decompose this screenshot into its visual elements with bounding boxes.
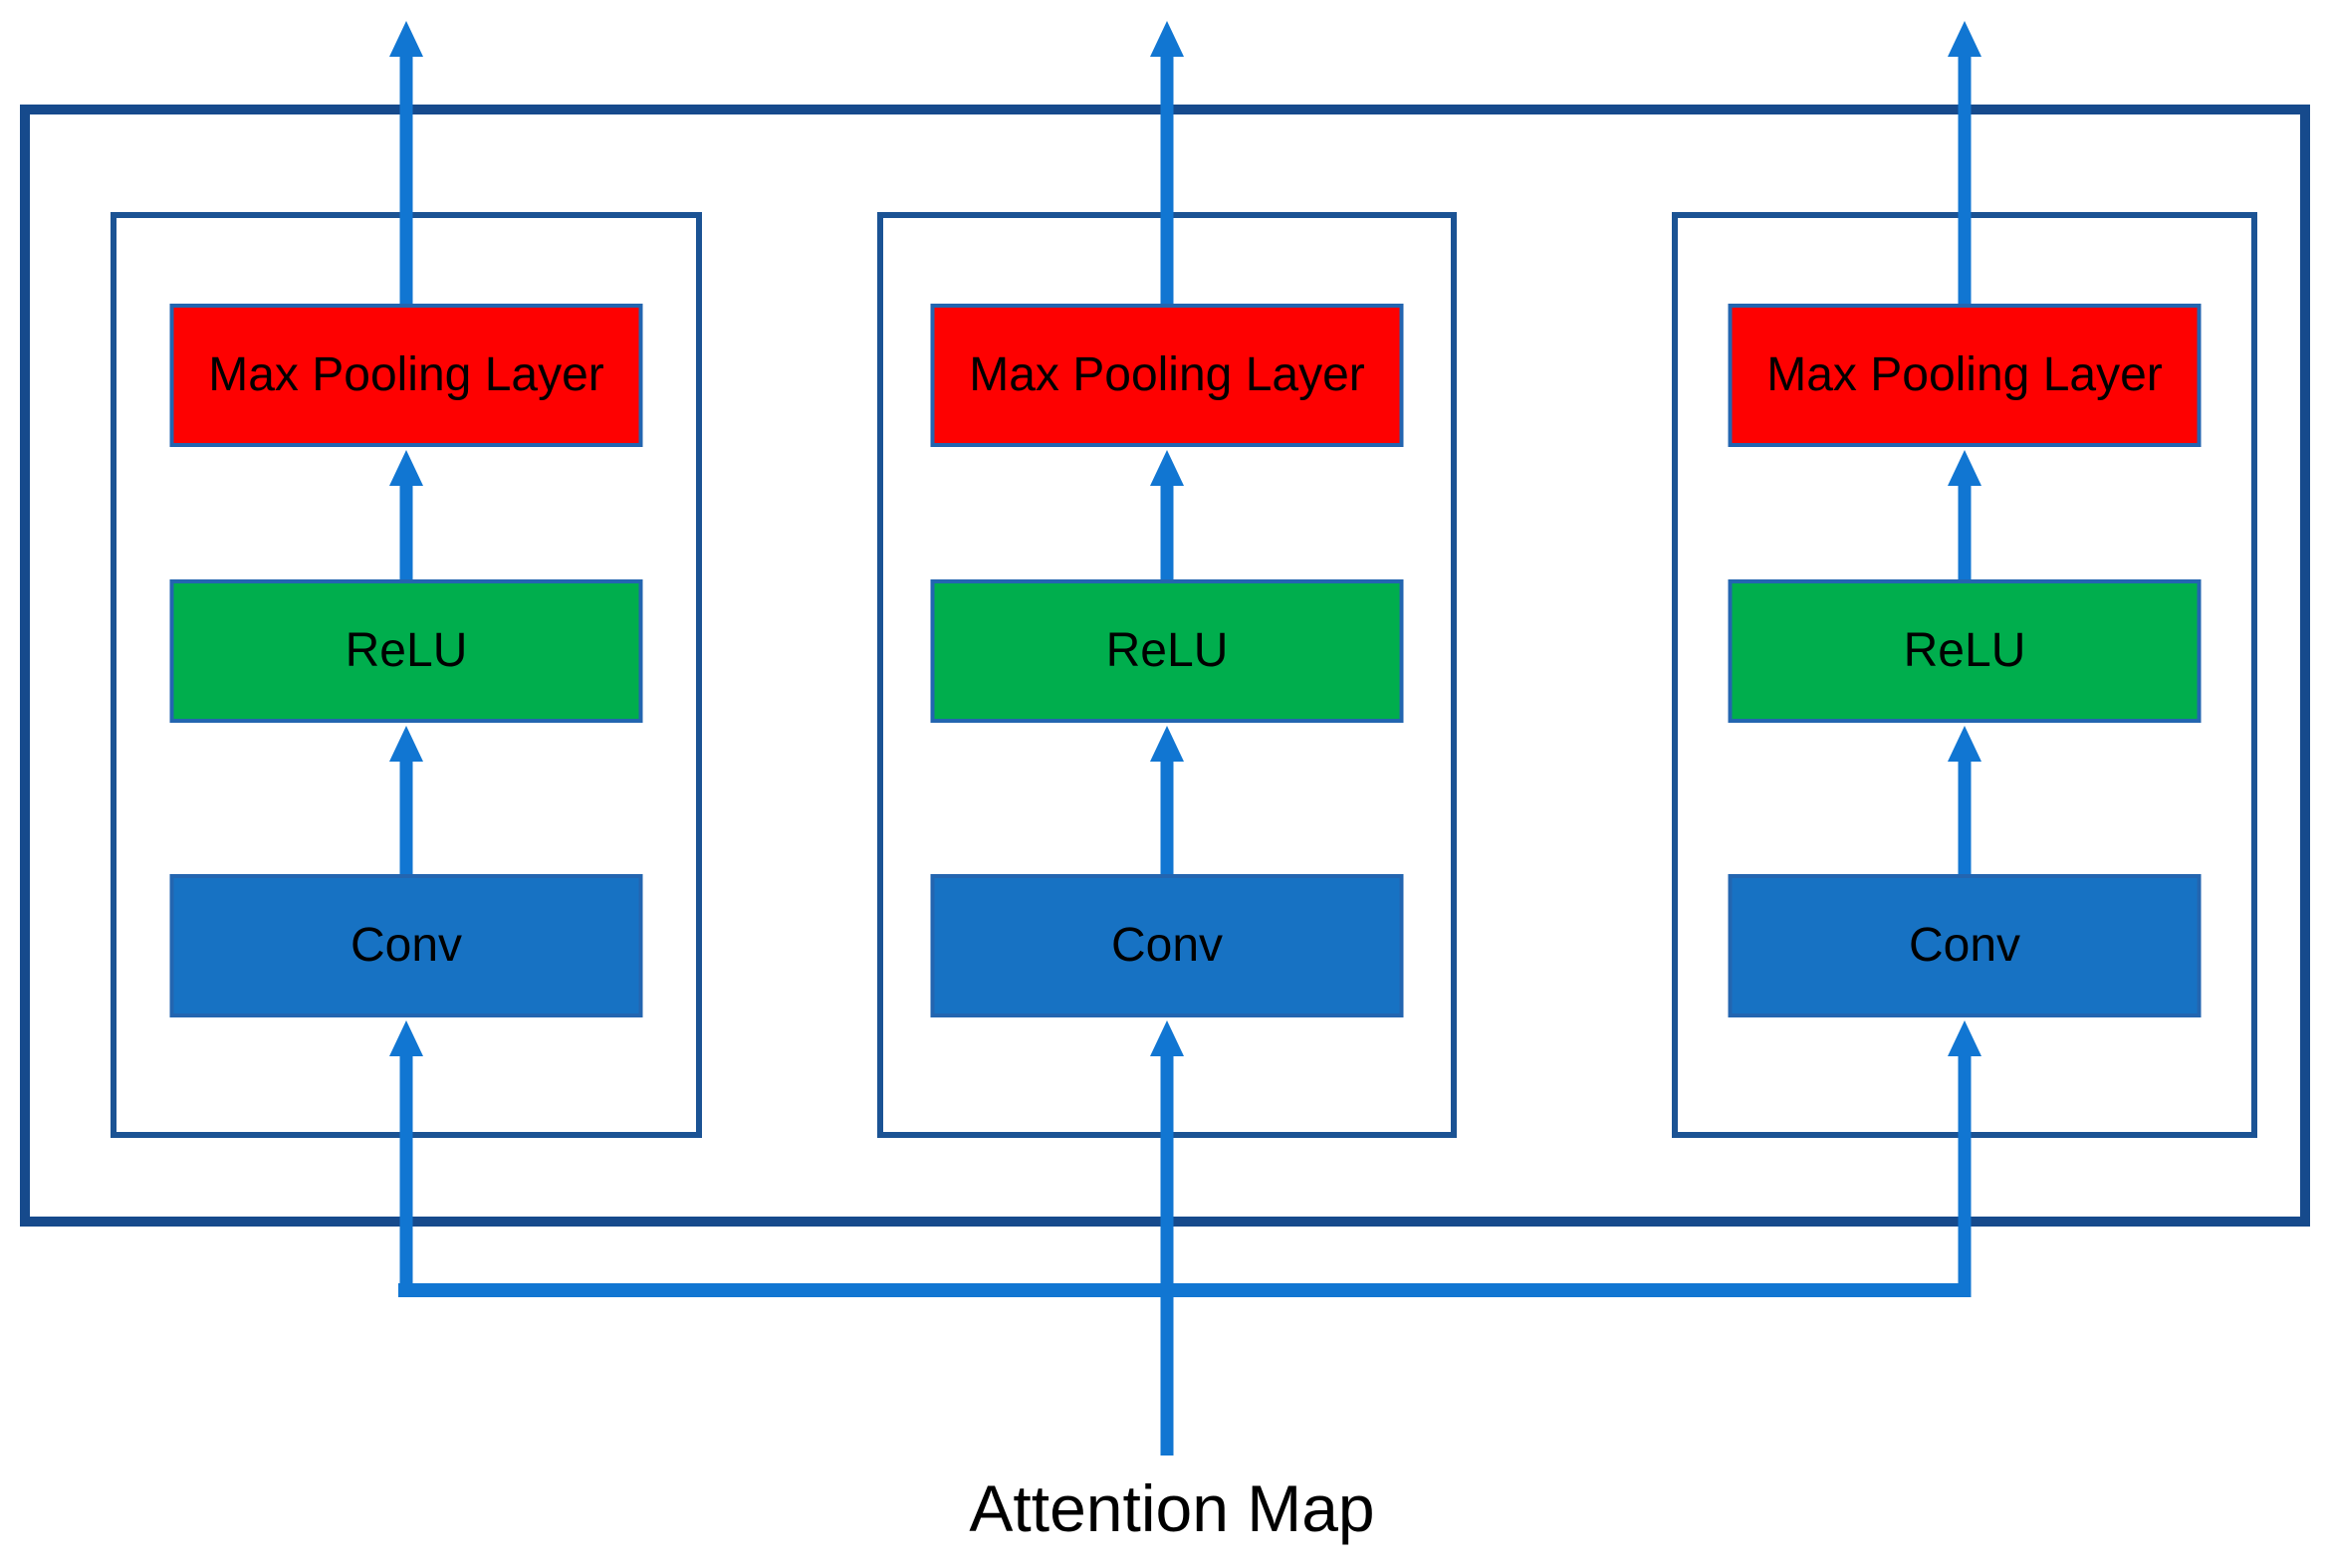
- branch-2-conv-to-relu-up-arrow-icon: [1150, 726, 1184, 762]
- branch-1-conv-to-relu-arrow-shaft: [399, 754, 413, 874]
- branch-3-input-up-arrow-icon: [1948, 1020, 1981, 1056]
- branch-3: Max Pooling Layer ReLU Conv: [1672, 0, 2257, 1568]
- branch-3-conv-box: Conv: [1728, 874, 2202, 1017]
- branch-2-max-pooling-label: Max Pooling Layer: [969, 348, 1365, 401]
- branch-2-relu-to-pool-up-arrow-icon: [1150, 450, 1184, 486]
- branch-3-conv-to-relu-arrow-shaft: [1958, 754, 1972, 874]
- branch-2-relu-label: ReLU: [1105, 624, 1229, 677]
- attention-map-label: Attention Map: [969, 1471, 1375, 1545]
- branch-3-output-up-arrow-icon: [1948, 21, 1981, 57]
- branch-2-relu-to-pool-arrow-shaft: [1160, 478, 1174, 579]
- branch-2-max-pooling-box: Max Pooling Layer: [930, 304, 1404, 447]
- branch-3-conv-to-relu-up-arrow-icon: [1948, 726, 1981, 762]
- branch-1-relu-box: ReLU: [169, 579, 643, 723]
- branch-2-conv-box: Conv: [930, 874, 1404, 1017]
- branch-1: Max Pooling Layer ReLU Conv: [111, 0, 702, 1568]
- branch-2-input-arrow-shaft: [1160, 1048, 1174, 1456]
- branch-2-relu-box: ReLU: [930, 579, 1404, 723]
- branch-3-output-arrow-shaft: [1958, 50, 1972, 304]
- branch-2: Max Pooling Layer ReLU Conv: [877, 0, 1457, 1568]
- branch-3-relu-to-pool-arrow-shaft: [1958, 478, 1972, 579]
- branch-3-relu-box: ReLU: [1728, 579, 2202, 723]
- branch-2-input-up-arrow-icon: [1150, 1020, 1184, 1056]
- branch-2-conv-label: Conv: [1110, 919, 1224, 972]
- branch-3-max-pooling-box: Max Pooling Layer: [1728, 304, 2202, 447]
- branch-1-output-arrow-shaft: [399, 50, 413, 304]
- branch-1-max-pooling-box: Max Pooling Layer: [169, 304, 643, 447]
- branch-1-relu-label: ReLU: [345, 624, 468, 677]
- branch-3-relu-to-pool-up-arrow-icon: [1948, 450, 1981, 486]
- branch-1-relu-to-pool-arrow-shaft: [399, 478, 413, 579]
- branch-3-conv-label: Conv: [1908, 919, 2021, 972]
- branch-2-conv-to-relu-arrow-shaft: [1160, 754, 1174, 874]
- branch-1-input-arrow-shaft: [399, 1048, 413, 1297]
- branch-1-output-up-arrow-icon: [389, 21, 423, 57]
- branch-3-max-pooling-label: Max Pooling Layer: [1766, 348, 2163, 401]
- branch-1-conv-box: Conv: [169, 874, 643, 1017]
- branch-1-max-pooling-label: Max Pooling Layer: [208, 348, 604, 401]
- fanout-connector-line: [398, 1283, 1970, 1297]
- branch-1-conv-label: Conv: [349, 919, 463, 972]
- branch-1-input-up-arrow-icon: [389, 1020, 423, 1056]
- branch-1-conv-to-relu-up-arrow-icon: [389, 726, 423, 762]
- branch-1-relu-to-pool-up-arrow-icon: [389, 450, 423, 486]
- branch-2-output-arrow-shaft: [1160, 50, 1174, 304]
- branch-3-input-arrow-shaft: [1958, 1048, 1972, 1297]
- branch-2-output-up-arrow-icon: [1150, 21, 1184, 57]
- branch-3-relu-label: ReLU: [1903, 624, 2026, 677]
